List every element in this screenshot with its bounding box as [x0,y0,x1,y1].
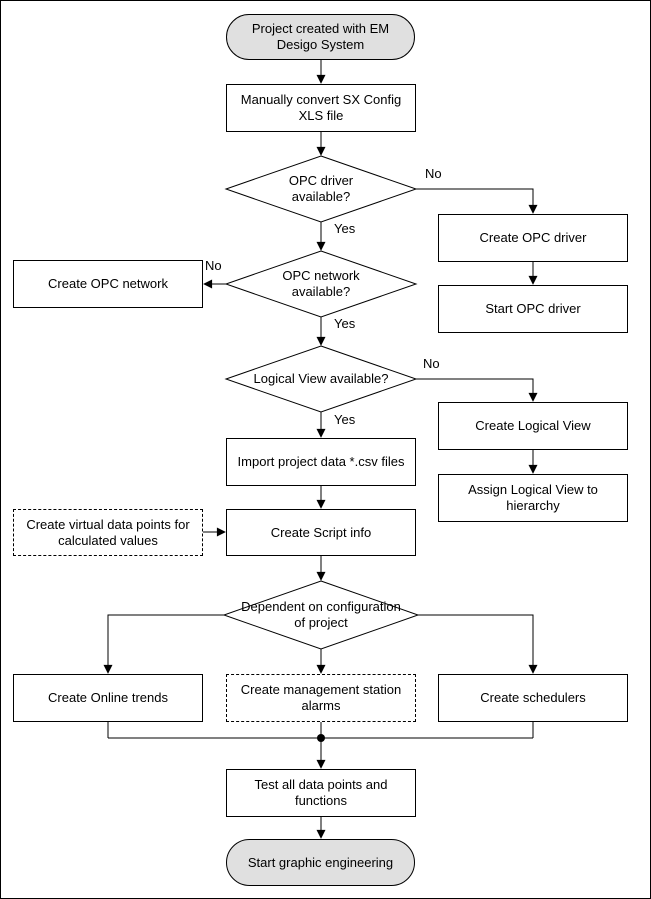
node-create-online-trends: Create Online trends [13,674,203,722]
decision-diamond-logical-view [224,345,418,413]
node-convert-xls-label: Manually convert SX Config XLS file [240,92,402,123]
edge-d3-no [416,378,538,402]
node-start-opc-driver-label: Start OPC driver [485,301,581,316]
edge-d4-right [418,614,538,674]
node-start-opc-driver: Start OPC driver [438,285,628,333]
edge-label-d1-yes: Yes [334,221,356,236]
decision-configuration-label: Dependent on configuration of project [241,599,401,630]
node-import-csv: Import project data *.csv files [226,438,416,486]
edge-label-d2-no: No [205,258,222,273]
node-assign-logical-view-label: Assign Logical View to hierarchy [468,482,598,513]
node-end-label: Start graphic engineering [247,854,394,870]
node-management-station-alarms-label: Create management station alarms [240,682,402,713]
node-start-terminator: Project created with EM Desigo System [226,14,415,60]
node-create-logical-view: Create Logical View [438,402,628,450]
edge-d4-left [103,614,224,674]
node-management-station-alarms: Create management station alarms [226,674,416,722]
node-create-online-trends-label: Create Online trends [48,690,168,705]
node-virtual-data-points: Create virtual data points for calculate… [13,509,203,556]
node-start-label: Project created with EM Desigo System [251,21,390,52]
node-test-data-points: Test all data points and functions [226,769,416,817]
node-assign-logical-view: Assign Logical View to hierarchy [438,474,628,522]
node-create-schedulers-label: Create schedulers [480,690,586,705]
node-create-opc-network: Create OPC network [13,260,203,308]
node-create-script-info: Create Script info [226,509,416,556]
merge-junction-dot [317,734,325,742]
node-create-schedulers: Create schedulers [438,674,628,722]
node-convert-xls: Manually convert SX Config XLS file [226,84,416,132]
decision-opc-network-label: OPC network available? [282,268,360,299]
node-virtual-data-points-label: Create virtual data points for calculate… [26,516,190,548]
edge-label-d3-yes: Yes [334,412,356,427]
edge-label-d3-no: No [423,356,440,371]
edge-label-d1-no: No [425,166,442,181]
node-end-terminator: Start graphic engineering [226,839,415,886]
decision-diamond-configuration [222,580,420,650]
decision-opc-driver-label: OPC driver available? [288,173,354,204]
decision-diamond-opc-network [224,250,418,318]
node-import-csv-label: Import project data *.csv files [237,454,405,469]
decision-diamond-opc-driver [224,155,418,223]
decision-logical-view-label: Logical View available? [253,371,389,386]
node-test-data-points-label: Test all data points and functions [254,777,388,808]
edge-d1-no [416,188,538,214]
edge-label-d2-yes: Yes [334,316,356,331]
node-create-script-info-label: Create Script info [270,524,372,540]
node-create-opc-network-label: Create OPC network [48,276,168,291]
node-create-opc-driver: Create OPC driver [438,214,628,262]
node-create-logical-view-label: Create Logical View [475,418,591,433]
node-create-opc-driver-label: Create OPC driver [479,230,587,245]
